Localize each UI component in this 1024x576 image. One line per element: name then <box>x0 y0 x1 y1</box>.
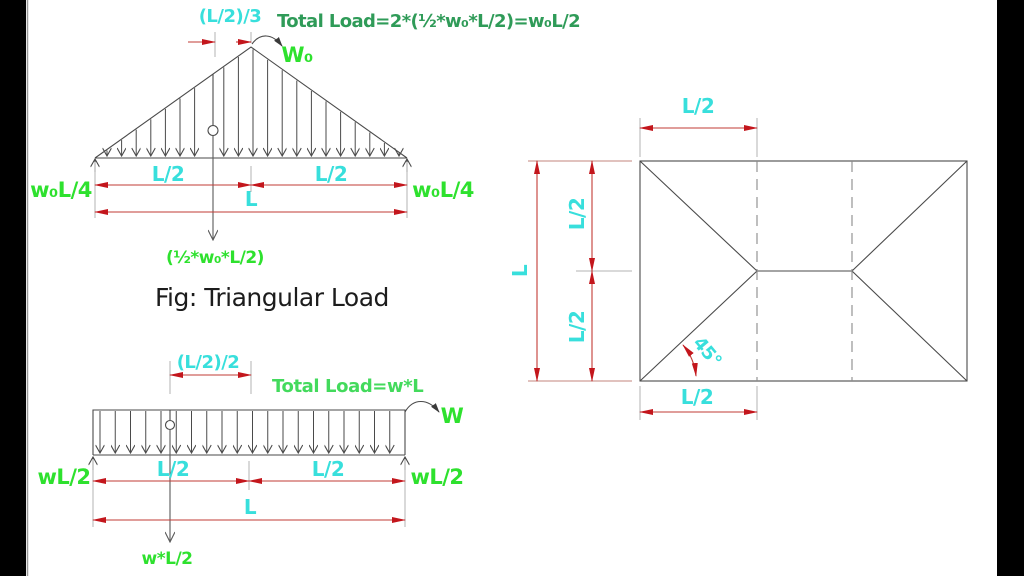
reaction-label-left: wL/2 <box>37 465 90 489</box>
reaction-label-right: wL/2 <box>410 465 463 489</box>
dim-label-half-right: L/2 <box>315 162 347 186</box>
dim-label-bottom: L/2 <box>681 385 713 409</box>
letterbox-left <box>0 0 26 576</box>
dim-label-left-lower: L/2 <box>565 311 589 343</box>
dim-label-left-upper: L/2 <box>565 198 589 230</box>
dim-label-top: L/2 <box>682 94 714 118</box>
intensity-label: W <box>441 404 464 428</box>
dim-label-offset: (L/2)/2 <box>177 352 240 373</box>
reaction-label-right: w₀L/4 <box>412 178 474 202</box>
dim-label-full: L <box>245 187 258 211</box>
load-arrows <box>100 411 390 453</box>
hip-lines-right <box>851 160 968 382</box>
letterbox-right <box>997 0 1024 576</box>
plan-rectangle <box>639 160 968 382</box>
total-load-formula: Total Load=2*(½*w₀*L/2)=w₀L/2 <box>277 11 580 32</box>
leader-line <box>404 400 440 413</box>
centroid-marker <box>164 419 176 431</box>
dim-label-offset: (L/2)/3 <box>199 6 262 27</box>
resultant-label: w*L/2 <box>142 549 193 569</box>
dim-label-full: L <box>244 495 257 519</box>
resultant-label: (½*w₀*L/2) <box>166 248 264 268</box>
uniform-load-diagram: (L/2)/2 Total Load=w*L W wL/2 wL/2 L/2 L… <box>37 352 464 569</box>
leader-line <box>251 35 283 47</box>
dim-label-left-full: L <box>508 264 532 277</box>
dim-label-half-left: L/2 <box>157 457 189 481</box>
triangular-load-outline <box>94 46 408 159</box>
triangular-load-diagram: (L/2)/3 Total Load=2*(½*w₀*L/2)=w₀L/2 W₀… <box>30 6 581 312</box>
roof-plan-diagram: L/2 L L/2 L/2 L/2 45° <box>508 94 968 420</box>
angle-arc <box>682 344 698 377</box>
uniform-load-outline <box>92 409 406 455</box>
figure-caption: Fig: Triangular Load <box>155 283 389 312</box>
load-arrows <box>107 49 399 156</box>
dim-label-half-left: L/2 <box>152 162 184 186</box>
centroid-marker <box>207 124 219 137</box>
total-load-formula: Total Load=w*L <box>272 376 423 397</box>
peak-intensity-label: W₀ <box>281 43 313 67</box>
dim-label-half-right: L/2 <box>312 457 344 481</box>
reaction-label-left: w₀L/4 <box>30 178 92 202</box>
